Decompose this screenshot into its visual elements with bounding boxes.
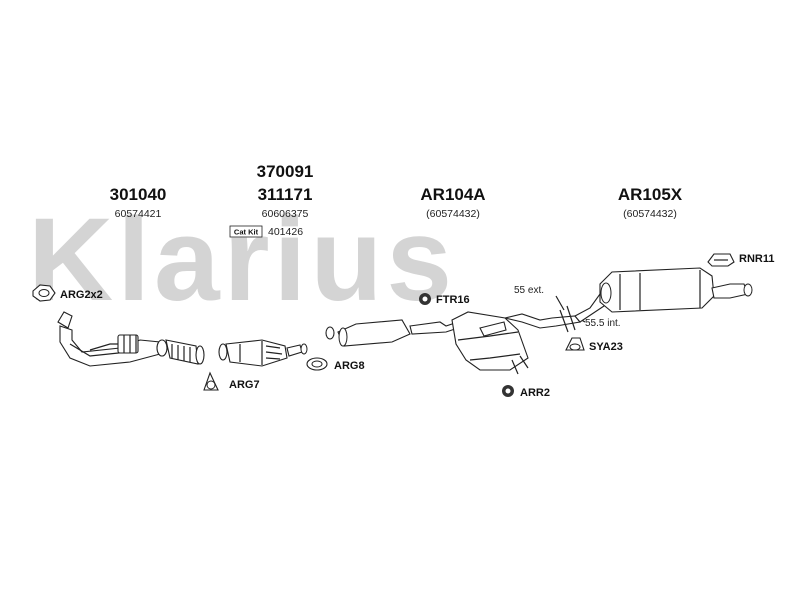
catalytic-converter xyxy=(218,339,308,367)
centre-silencer xyxy=(325,305,582,375)
label-sya23: SYA23 xyxy=(589,341,623,353)
label-ftr16: FTR16 xyxy=(436,294,470,306)
bracket-ftr16: FTR16 xyxy=(419,293,470,306)
label-arr2: ARR2 xyxy=(520,387,550,399)
group-centre-box: AR104A (60574432) xyxy=(420,185,485,220)
group-catalyst: 370091 311171 60606375 Cat Kit 401426 xyxy=(229,162,314,238)
rear-silencer xyxy=(574,267,753,323)
rubber-arr2: ARR2 xyxy=(502,385,550,399)
cat-kit-number: 401426 xyxy=(268,226,303,238)
reference-number: 60574421 xyxy=(115,208,162,220)
label-arg7: ARG7 xyxy=(229,379,260,391)
clamp-sya23: SYA23 xyxy=(565,337,623,353)
watermark: Klarius xyxy=(28,194,456,326)
part-number: 311171 xyxy=(258,185,313,204)
cat-kit-label: Cat Kit xyxy=(234,228,259,237)
reference-number: (60574432) xyxy=(426,208,480,220)
cat-kit-badge xyxy=(229,225,263,238)
group-front-pipe: 301040 60574421 xyxy=(110,185,167,220)
label-arg2x2: ARG2x2 xyxy=(60,289,103,301)
part-number-top: 370091 xyxy=(257,162,314,181)
label-rnr11: RNR11 xyxy=(739,253,774,265)
reference-number: 60606375 xyxy=(262,208,309,220)
gasket-arg7: ARG7 xyxy=(203,371,260,391)
part-number: AR105X xyxy=(618,185,683,204)
front-pipe xyxy=(57,311,205,367)
gasket-arg2x2: ARG2x2 xyxy=(32,284,103,302)
rubber-rnr11: RNR11 xyxy=(707,253,774,267)
dimension-int: 55.5 int. xyxy=(585,318,621,329)
reference-number: (60574432) xyxy=(623,208,677,220)
label-arg8: ARG8 xyxy=(334,360,365,372)
gasket-arg8: ARG8 xyxy=(306,357,365,372)
dimension-ext: 55 ext. xyxy=(514,285,544,296)
group-rear-box: AR105X (60574432) xyxy=(618,185,683,220)
part-number: 301040 xyxy=(110,185,167,204)
part-number: AR104A xyxy=(420,185,485,204)
